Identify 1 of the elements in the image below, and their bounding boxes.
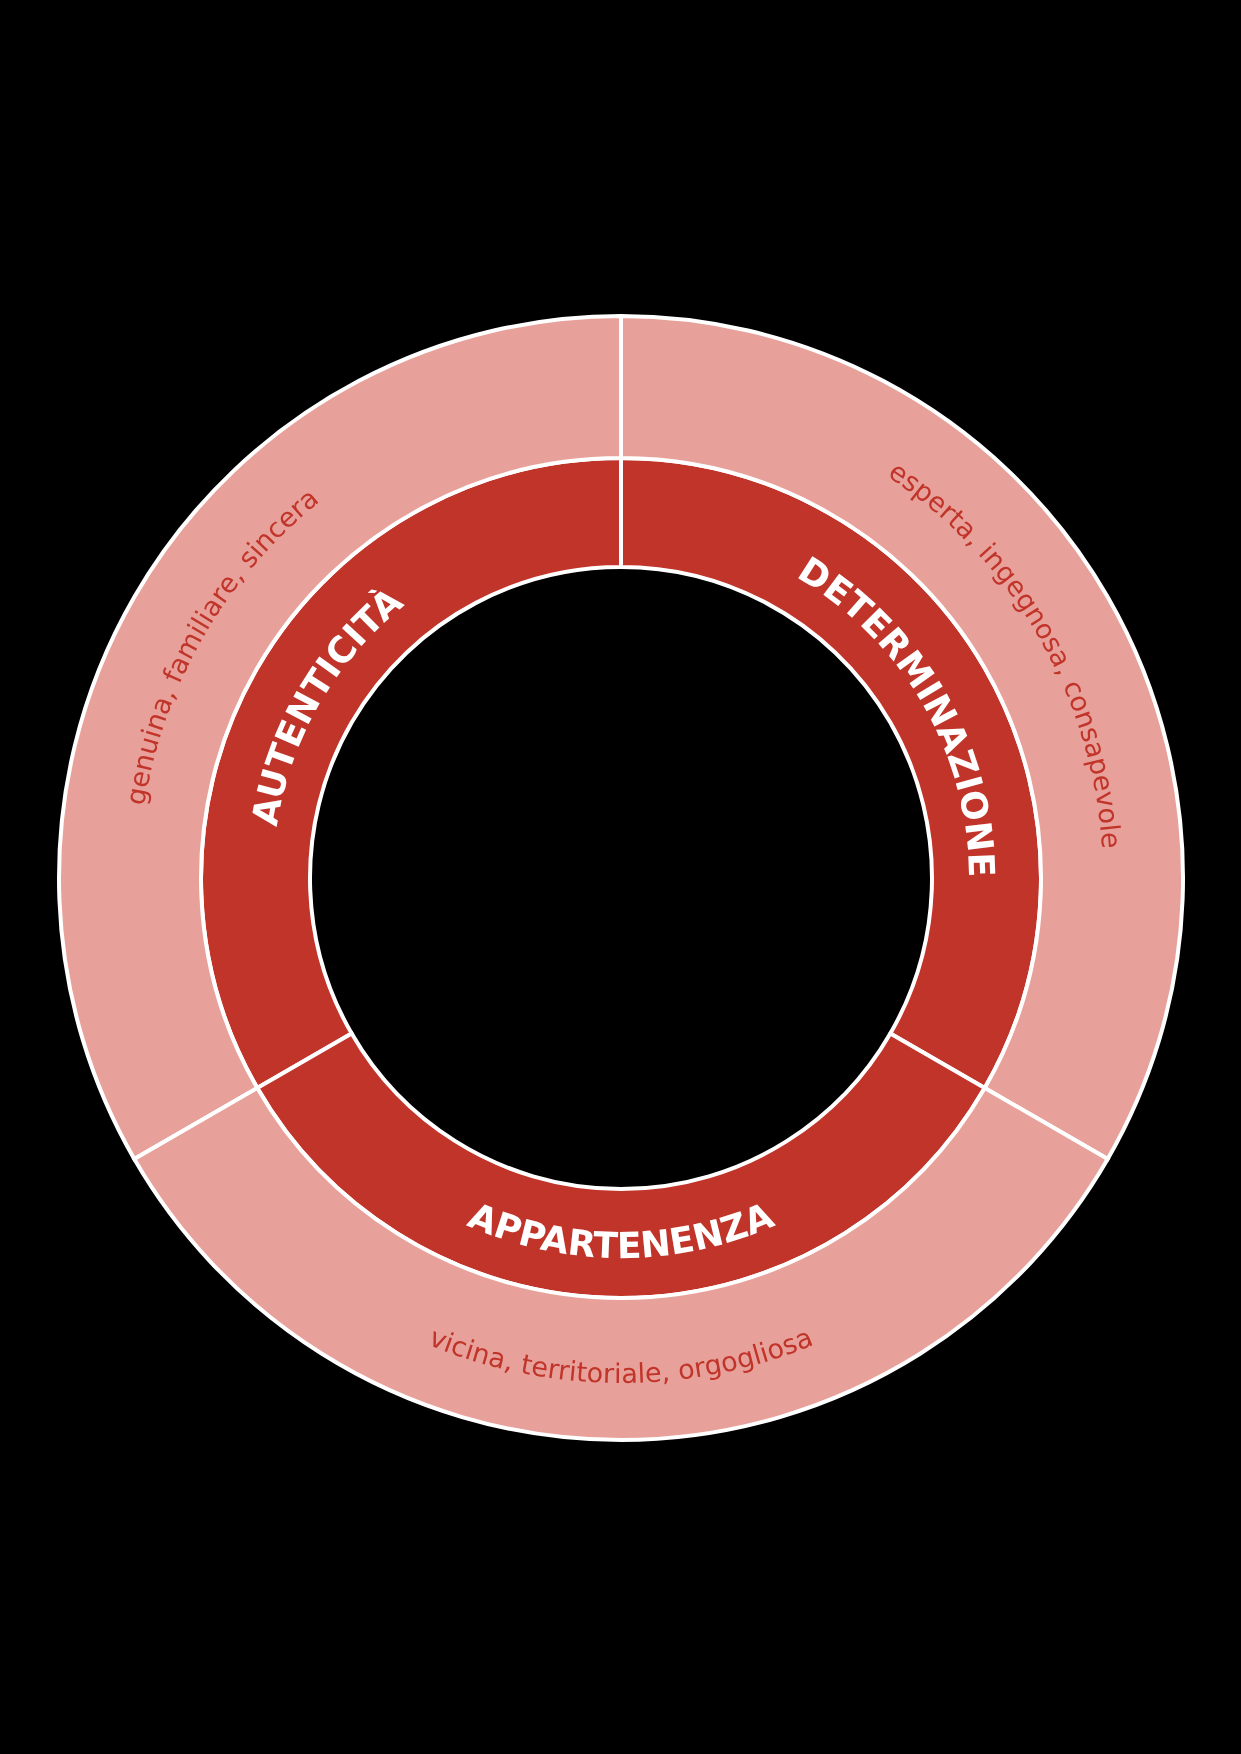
segment-title: APPARTENENZA [462, 1194, 780, 1267]
